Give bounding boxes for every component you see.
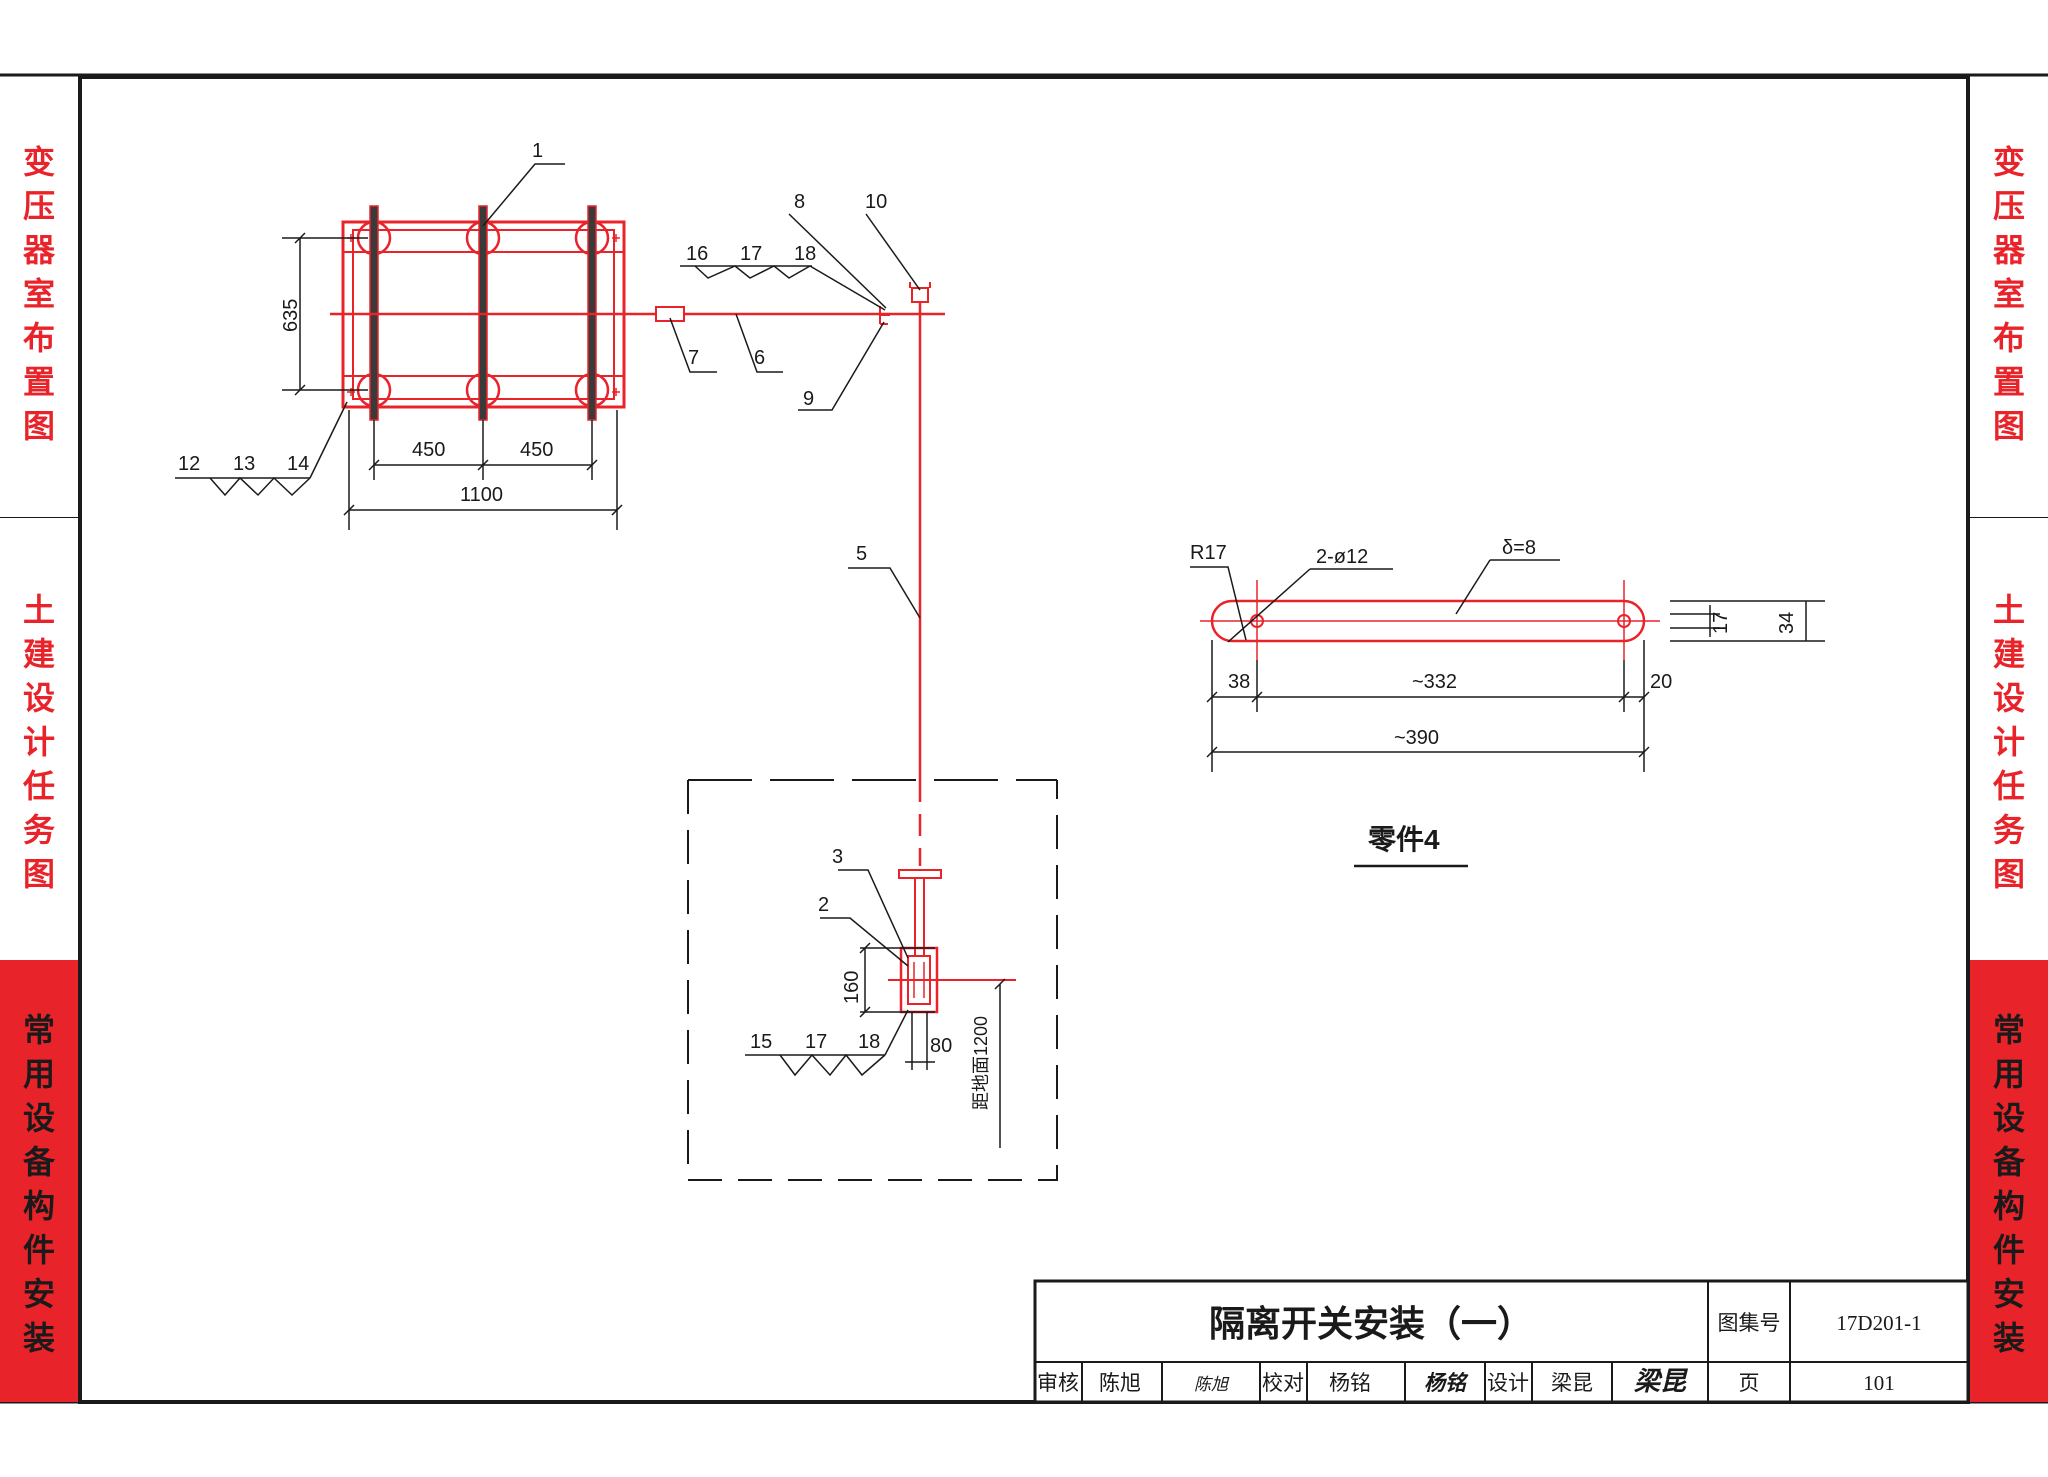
leader-holes (1227, 568, 1311, 643)
plan-view: 1 7 6 8 10 9 16 17 18 12 13 14 5 450 450… (175, 140, 945, 866)
part4-dim-middle: ~332 (1412, 671, 1457, 693)
leader-18b (884, 1009, 909, 1056)
dim-span-right: 450 (520, 439, 553, 461)
part4-holes: 2-ø12 (1316, 546, 1368, 568)
dim-floor-height: 距地面1200 (971, 1016, 991, 1110)
designer-signature: 梁昆 (1634, 1367, 1689, 1396)
bolt-mark (612, 388, 620, 396)
leader-18 (809, 265, 886, 311)
callout-13: 13 (233, 453, 255, 475)
callout-2: 2 (818, 894, 829, 916)
page-number: 101 (1863, 1371, 1895, 1395)
part4-title: 零件4 (1368, 824, 1440, 855)
shaft-coupling (655, 306, 685, 322)
callout-14: 14 (287, 453, 309, 475)
callout-10: 10 (865, 191, 887, 213)
bearing-block (911, 287, 929, 303)
left-tab-label: 土建设计任务图 (22, 591, 55, 893)
part4-thickness: δ=8 (1502, 537, 1536, 559)
dim-ticks (994, 978, 1006, 990)
drawing-title: 隔离开关安装（一） (1209, 1304, 1533, 1345)
page-label: 页 (1739, 1371, 1760, 1395)
part4-dim-total: ~390 (1394, 727, 1439, 749)
part4-radius: R17 (1190, 542, 1227, 564)
leader-6 (735, 313, 783, 373)
callout-1: 1 (532, 140, 543, 162)
bolt-mark (612, 234, 620, 242)
dim-height: 635 (280, 299, 302, 332)
right-tab-label: 常用设备构件安装 (1992, 1011, 2025, 1357)
leader-2 (820, 917, 909, 967)
callout-8: 8 (794, 191, 805, 213)
title-block: 隔离开关安装（一） 图集号 17D201-1 审核 陈旭 陈旭 校对 杨铭 杨铭… (1033, 1279, 1970, 1404)
leader-r17 (1190, 566, 1247, 641)
reviewer-signature: 陈旭 (1194, 1375, 1230, 1394)
leader-1 (482, 163, 565, 227)
part4-dim-left: 38 (1228, 671, 1250, 693)
right-tab-civil-design[interactable]: 土建设计任务图 (1970, 588, 2048, 960)
callout-3: 3 (832, 846, 843, 868)
dim-ticks (294, 232, 623, 516)
left-tab-civil-design[interactable]: 土建设计任务图 (0, 588, 78, 960)
dim-80: 80 (930, 1035, 952, 1057)
callout-17: 17 (740, 243, 762, 265)
part4-view: R17 2-ø12 δ=8 38 ~332 20 ~390 17 34 零件4 (1190, 537, 1825, 868)
part4-dim-inner: 17 (1710, 612, 1732, 634)
leader-7 (669, 317, 717, 373)
bearing-ears (909, 282, 931, 288)
right-tab-label: 变压器室布置图 (1992, 143, 2025, 445)
left-tab-transformer-room[interactable]: 变压器室布置图 (0, 140, 78, 517)
leader-wave (779, 1053, 886, 1077)
reviewer-name: 陈旭 (1099, 1371, 1141, 1395)
dim-160: 160 (841, 971, 863, 1004)
left-tab-equipment-install[interactable]: 常用设备构件安装 (0, 960, 78, 1402)
left-tab-label: 常用设备构件安装 (22, 1011, 55, 1357)
right-tab-transformer-room[interactable]: 变压器室布置图 (1970, 140, 2048, 517)
title-block-frame (1033, 1279, 1970, 1404)
callout-18b: 18 (858, 1031, 880, 1053)
design-label: 设计 (1487, 1371, 1529, 1395)
leader-thickness (1455, 559, 1491, 615)
atlas-number-label: 图集号 (1718, 1311, 1781, 1335)
right-tab-label: 土建设计任务图 (1992, 591, 2025, 893)
leader-wave (694, 265, 811, 279)
leader-5 (848, 567, 921, 619)
mechanism-view: 3 2 15 17 18 80 160 距地面1200 (687, 779, 1058, 1181)
callout-18: 18 (794, 243, 816, 265)
left-tab-label: 变压器室布置图 (22, 143, 55, 445)
callout-7: 7 (688, 347, 699, 369)
drawing-frame (78, 75, 1970, 1404)
leader-14 (309, 401, 348, 479)
leader-wave (209, 476, 311, 497)
leader-3 (838, 869, 909, 959)
part4-dim-right: 20 (1650, 671, 1672, 693)
dim-total: 1100 (460, 484, 503, 506)
part4-dim-outer: 34 (1776, 612, 1798, 634)
handle-flange (898, 869, 942, 879)
dim-ticks (1206, 691, 1650, 758)
designer-name: 梁昆 (1551, 1371, 1593, 1395)
checker-name: 杨铭 (1329, 1371, 1371, 1395)
check-label: 校对 (1262, 1371, 1304, 1395)
crank-arm (879, 306, 890, 325)
callout-12: 12 (178, 453, 200, 475)
dim-ticks (859, 942, 871, 1018)
leader-9 (798, 321, 885, 411)
review-label: 审核 (1037, 1371, 1079, 1395)
leader-10 (865, 213, 921, 291)
dim-span-left: 450 (412, 439, 445, 461)
callout-5: 5 (856, 543, 867, 565)
checker-signature: 杨铭 (1424, 1371, 1469, 1395)
callout-16: 16 (686, 243, 708, 265)
callout-15: 15 (750, 1031, 772, 1053)
right-tab-equipment-install[interactable]: 常用设备构件安装 (1970, 960, 2048, 1402)
wall-outline-dashed (687, 780, 1058, 1181)
callout-17b: 17 (805, 1031, 827, 1053)
callout-9: 9 (803, 388, 814, 410)
leader-8 (788, 213, 887, 309)
callout-6: 6 (754, 347, 765, 369)
atlas-number: 17D201-1 (1836, 1311, 1921, 1335)
